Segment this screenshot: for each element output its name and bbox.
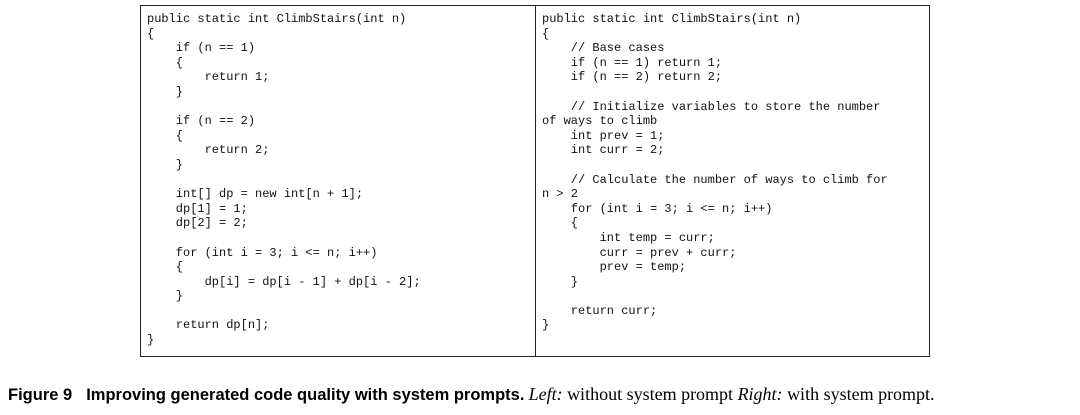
code-without-system-prompt: public static int ClimbStairs(int n) { i…	[147, 12, 421, 348]
code-comparison-table: public static int ClimbStairs(int n) { i…	[140, 5, 930, 357]
caption-left-key: Left:	[528, 384, 563, 404]
caption-description: Left: without system prompt Right: with …	[529, 384, 935, 404]
left-code-cell: public static int ClimbStairs(int n) { i…	[141, 6, 536, 356]
caption-title: Improving generated code quality with sy…	[86, 386, 525, 404]
caption-right-text: with system prompt.	[782, 384, 935, 404]
right-code-cell: public static int ClimbStairs(int n) { /…	[536, 6, 929, 356]
caption-left-text: without system prompt	[562, 384, 738, 404]
caption-right-key: Right:	[737, 384, 783, 404]
figure-label: Figure 9	[8, 386, 73, 404]
figure-caption: Figure 9 Improving generated code quality…	[8, 384, 1076, 405]
code-with-system-prompt: public static int ClimbStairs(int n) { /…	[542, 12, 888, 333]
